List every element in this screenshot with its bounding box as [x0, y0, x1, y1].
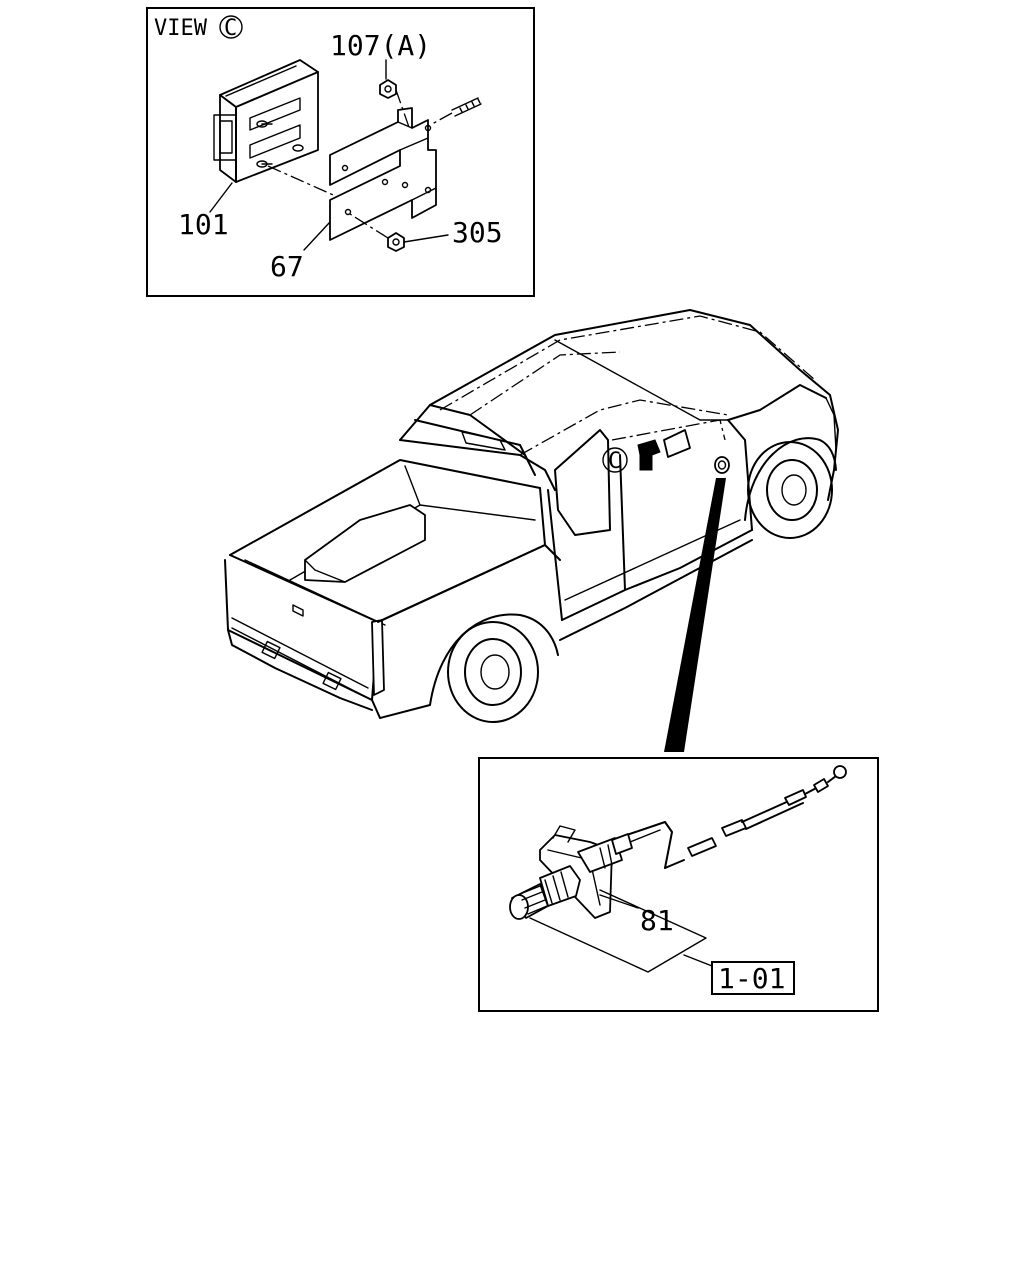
cable-panel: 81 1-01	[478, 757, 879, 1012]
view-c-panel: VIEW C	[146, 7, 535, 297]
label-81: 81	[640, 904, 674, 937]
cable-81	[611, 765, 847, 869]
release-knob	[509, 865, 581, 920]
label-107a: 107(A)	[330, 29, 431, 62]
leader-305	[403, 234, 449, 243]
pickup-truck: C	[224, 309, 839, 723]
svg-text:C: C	[608, 449, 621, 474]
screw	[431, 97, 482, 125]
view-target-box	[663, 429, 691, 458]
label-67: 67	[270, 250, 304, 283]
view-marker-circle: C	[219, 15, 243, 41]
opener-location	[714, 456, 730, 474]
label-305: 305	[452, 216, 503, 249]
label-101: 101	[178, 208, 229, 241]
leader-67	[303, 221, 331, 251]
nut-107a	[379, 79, 397, 99]
view-title: VIEW	[154, 16, 208, 41]
nut-305	[349, 213, 405, 252]
leader-101	[209, 182, 233, 213]
cable-frame	[478, 757, 879, 1012]
leader-dash-unit	[267, 165, 341, 199]
bracket-67	[329, 107, 437, 241]
leader-group	[529, 889, 707, 973]
ref-box	[711, 961, 795, 995]
view-arrow	[637, 439, 661, 471]
control-unit-101	[213, 59, 319, 183]
svg-text:C: C	[224, 16, 237, 41]
leader-81	[599, 894, 639, 909]
view-c-frame	[146, 7, 535, 297]
vehicle-view-marker: C	[602, 447, 628, 474]
label-ref-1-01: 1-01	[718, 962, 785, 995]
detail-pointer	[664, 478, 726, 752]
